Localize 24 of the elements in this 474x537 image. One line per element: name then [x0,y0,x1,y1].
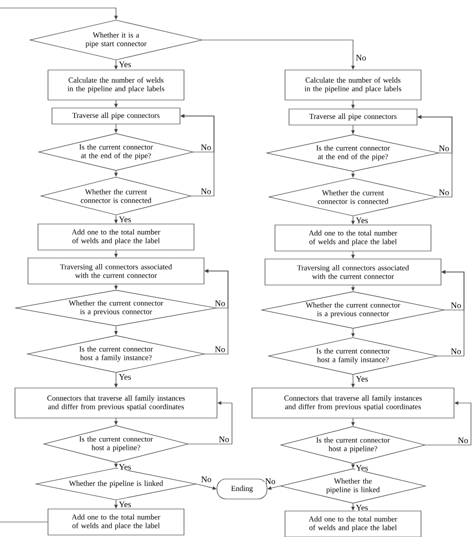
edge-label: Yes [118,216,132,223]
edge-label: Yes [355,217,369,224]
edge-label: No [450,302,462,309]
edge-label: Yes [118,374,132,380]
arrow [188,401,232,444]
edge-label: Yes [355,464,369,472]
edge-label: Yes [118,61,132,68]
edge-label: No [200,476,212,483]
edge-label: No [200,144,212,151]
edge-label: No [214,346,226,353]
edge-label: No [457,437,469,444]
arrow [437,270,464,356]
arrow [425,401,472,446]
edge-label: No [438,189,450,196]
edge-label: Yes [118,464,132,470]
edge-label: No [218,436,230,443]
edge-label: No [450,348,462,355]
edge-label: No [200,188,212,195]
edge-label: No [264,478,276,485]
edge-label: No [355,54,367,62]
edge-label: No [438,145,450,152]
edge-label: Yes [118,501,132,508]
edge-label: Yes [355,504,369,512]
edge-label: Yes [355,376,369,382]
